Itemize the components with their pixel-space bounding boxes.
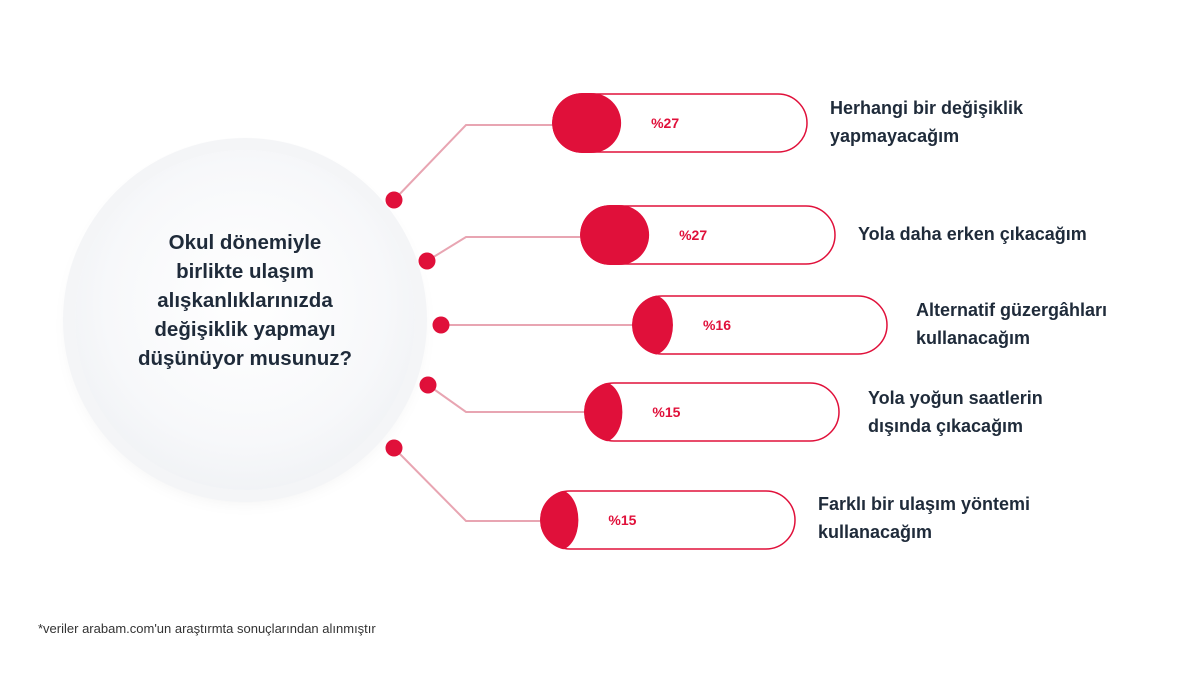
bar-outline <box>584 382 840 442</box>
value-label: %27 <box>679 227 707 243</box>
connector-dot <box>385 439 403 457</box>
category-label: Yola daha erken çıkacağım <box>858 224 1087 244</box>
question-circle <box>75 150 415 490</box>
bar-outline <box>552 93 808 153</box>
connector-dot <box>419 376 437 394</box>
bar-outline <box>540 490 796 550</box>
bar-fill <box>632 295 673 355</box>
bar-outline <box>632 295 888 355</box>
value-label: %27 <box>651 115 679 131</box>
category-label: Farklı bir ulaşım yöntemi kullanacağım <box>818 494 1031 542</box>
footnote: *veriler arabam.com'un araştırmta sonuçl… <box>38 621 376 636</box>
question-text: Okul dönemiyle birlikte ulaşım alışkanlı… <box>137 231 353 370</box>
bar-fill <box>540 490 579 550</box>
value-label: %16 <box>703 317 731 333</box>
connector-line <box>426 236 580 262</box>
bar-fill <box>580 205 650 265</box>
category-label: Herhangi bir değişiklik yapmayacağım <box>830 98 1024 146</box>
category-label: Yola yoğun saatlerin dışında çıkacağım <box>868 388 1043 436</box>
connector-dot <box>385 191 403 209</box>
category-label: Alternatif güzergâhları kullanacağım <box>916 300 1108 348</box>
value-label: %15 <box>608 512 636 528</box>
bar-fill <box>584 382 623 442</box>
connector-dot <box>432 316 450 334</box>
connector-line <box>393 124 552 201</box>
value-label: %15 <box>652 404 680 420</box>
connector-line <box>427 384 584 413</box>
bar-fill <box>552 93 622 153</box>
bar-outline <box>580 205 836 265</box>
connector-dot <box>418 252 436 270</box>
connector-line <box>393 447 540 522</box>
